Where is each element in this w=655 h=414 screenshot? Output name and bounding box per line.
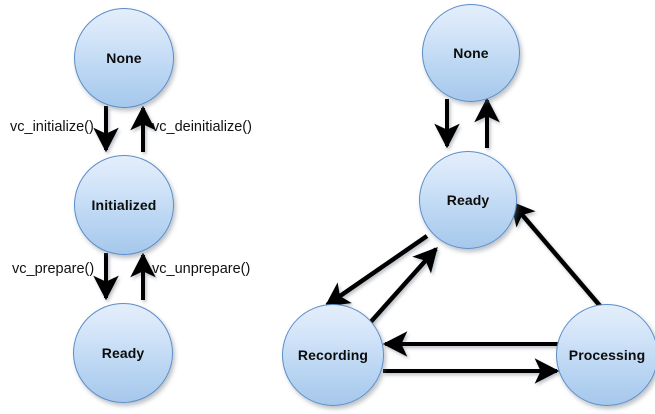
node-right-processing[interactable]: Processing [556,304,655,406]
node-right-recording[interactable]: Recording [282,304,384,406]
edge-r-ready-to-recording [324,234,429,307]
edge-label-vc-initialize: vc_initialize() [10,119,94,135]
node-right-none[interactable]: None [422,4,520,102]
node-label: Initialized [91,197,157,213]
node-left-none[interactable]: None [74,8,174,108]
node-left-initialized[interactable]: Initialized [74,155,174,255]
edge-label-vc-deinitialize: vc_deinitialize() [152,119,252,135]
node-left-ready[interactable]: Ready [73,303,173,403]
node-right-ready[interactable]: Ready [419,151,517,249]
edge-r-recording-to-ready [366,246,438,327]
edge-label-vc-prepare: vc_prepare() [12,261,95,277]
edge-r-processing-to-ready [510,200,603,309]
node-label: Ready [101,345,145,361]
node-label: Processing [568,347,646,363]
edge-label-vc-unprepare: vc_unprepare() [152,261,251,277]
node-label: Ready [446,192,490,208]
node-label: None [106,50,142,66]
node-label: Recording [297,347,369,363]
node-label: None [453,45,489,61]
